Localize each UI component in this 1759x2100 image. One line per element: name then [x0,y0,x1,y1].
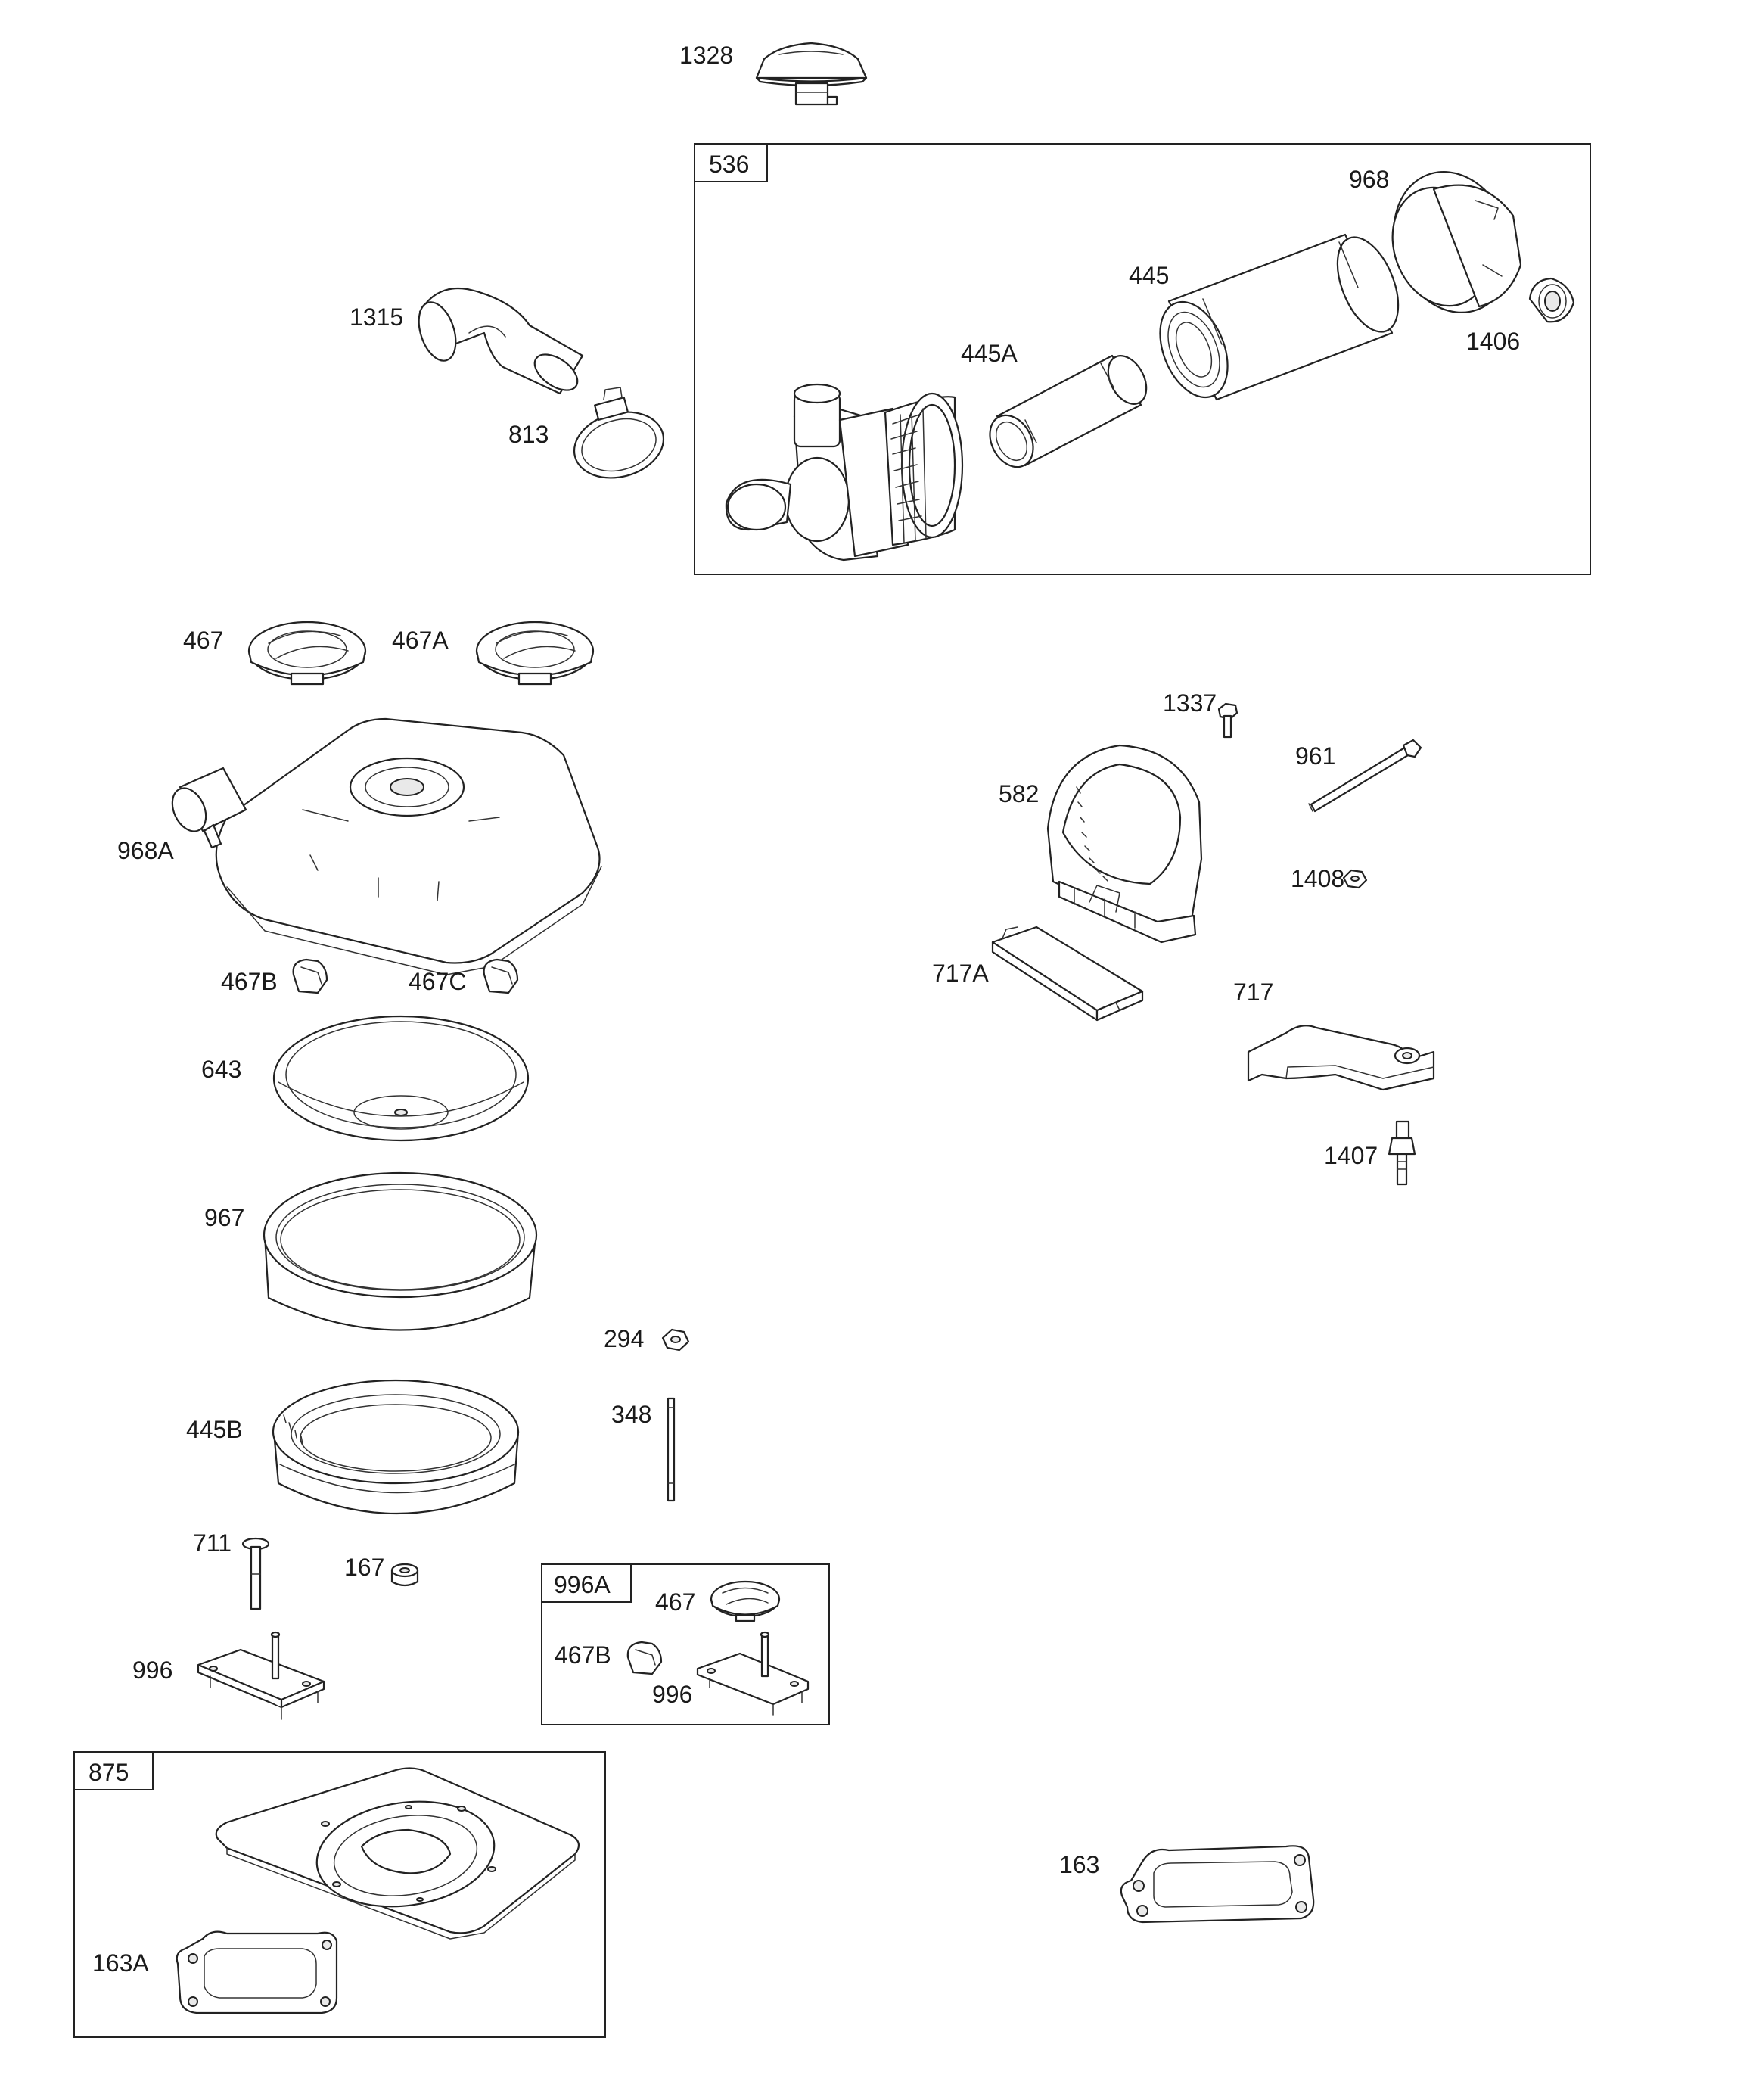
label-163: 163 [1059,1851,1099,1878]
group-536: 536 [694,143,1591,575]
part-536-air-cleaner-housing[interactable] [725,383,964,562]
part-875-adapter-plate[interactable] [215,1767,580,1940]
part-968-cover[interactable] [1375,155,1531,329]
label-467B: 467B [221,968,278,995]
part-163-gasket[interactable] [1120,1845,1315,1924]
label-163A: 163A [92,1949,149,1977]
label-467C: 467C [409,968,467,995]
label-643: 643 [201,1056,241,1083]
label-1407: 1407 [1324,1142,1378,1169]
part-445B-filter[interactable] [272,1379,520,1514]
group-875: 875 [73,1751,606,2038]
label-961: 961 [1295,742,1335,770]
part-167-spacer[interactable] [390,1563,419,1587]
label-967: 967 [204,1204,244,1231]
part-968A-cover[interactable] [166,717,602,975]
label-1408: 1408 [1291,865,1344,892]
label-167: 167 [344,1554,384,1581]
part-996A-467-knob[interactable] [710,1580,781,1622]
part-1315-elbow-hose[interactable] [412,288,584,397]
part-467B-knob[interactable] [292,958,328,994]
part-961-bolt[interactable] [1308,739,1422,813]
label-996: 996 [132,1657,172,1684]
group-label-875: 875 [89,1759,129,1786]
label-996A-467: 467 [655,1588,695,1616]
part-717A-plate[interactable] [991,926,1144,1022]
label-1328: 1328 [679,42,733,69]
label-445B: 445B [186,1416,243,1443]
group-label-996A: 996A [554,1571,611,1598]
part-445A-inner-filter[interactable] [981,350,1154,474]
part-445-outer-filter[interactable] [1147,229,1410,407]
part-1337-screw[interactable] [1217,702,1238,739]
label-717A: 717A [932,960,989,987]
part-996A-467B-knob[interactable] [626,1641,663,1675]
label-711: 711 [193,1529,232,1557]
group-label-536: 536 [709,151,749,178]
part-717-bracket[interactable] [1247,1025,1435,1091]
part-967-pre-cleaner[interactable] [263,1171,538,1331]
part-467C-knob[interactable] [483,958,519,994]
label-294: 294 [604,1325,644,1352]
label-813: 813 [508,421,549,448]
label-582: 582 [999,780,1039,807]
part-813-clamp[interactable] [567,387,671,487]
label-348: 348 [611,1401,651,1428]
part-996A-996-plate[interactable] [696,1631,810,1716]
label-968A: 968A [117,837,174,864]
label-467: 467 [183,627,223,654]
label-717: 717 [1233,978,1273,1006]
label-536-968: 968 [1349,166,1389,193]
label-1315: 1315 [350,303,403,331]
part-711-bolt[interactable] [241,1537,270,1610]
part-348-stud[interactable] [667,1397,676,1502]
part-582-bracket[interactable] [1046,744,1203,944]
part-1328-cap[interactable] [755,42,868,106]
part-163A-gasket[interactable] [176,1930,338,2014]
part-996-plate[interactable] [197,1631,325,1720]
label-996A-467B: 467B [555,1641,611,1669]
part-1408-nut[interactable] [1342,869,1368,889]
group-996A: 996A [541,1563,830,1725]
part-467-knob[interactable] [247,621,367,686]
part-643-tray[interactable] [272,1015,530,1142]
label-467A: 467A [392,627,449,654]
label-445: 445 [1129,262,1169,289]
label-445A: 445A [961,340,1018,367]
part-1406-valve[interactable] [1528,277,1575,323]
label-996A-996: 996 [652,1681,692,1708]
part-294-nut[interactable] [661,1328,690,1352]
part-1407-switch[interactable] [1388,1120,1416,1186]
label-1406: 1406 [1466,328,1520,355]
label-1337: 1337 [1163,689,1217,717]
part-467A-knob[interactable] [475,621,595,686]
